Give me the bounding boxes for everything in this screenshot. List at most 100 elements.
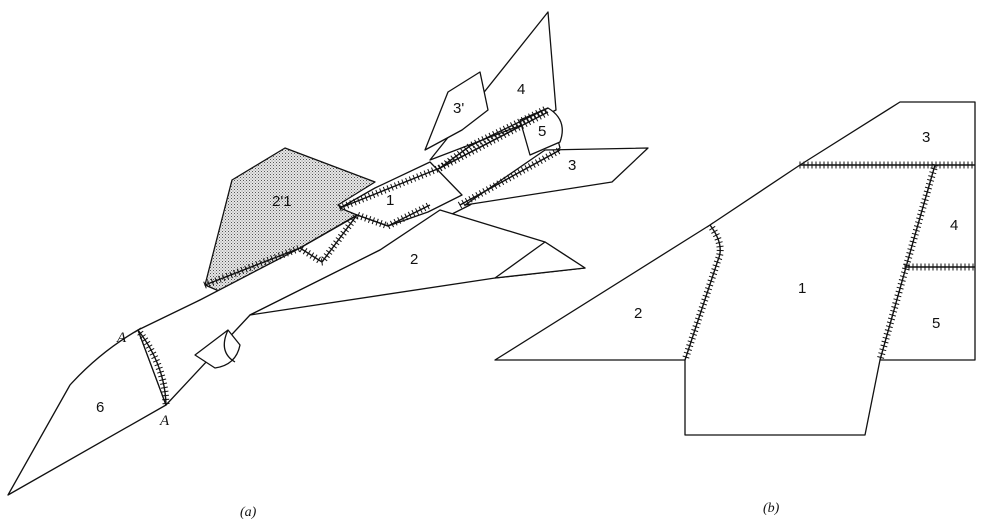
stitch-tick <box>506 174 512 182</box>
stitch-tick <box>434 165 439 173</box>
stitch-tick <box>229 271 233 279</box>
stitch-tick <box>321 258 323 266</box>
stitch-tick <box>289 248 293 256</box>
stitch-tick <box>917 213 925 217</box>
stitch-tick <box>389 220 395 228</box>
stitch-tick <box>892 302 900 305</box>
stitch-tick <box>457 201 463 209</box>
stitch-tick <box>512 125 517 133</box>
stitch-tick <box>152 359 160 363</box>
stitch-tick <box>918 209 926 213</box>
label-a-bottom: A <box>159 413 170 429</box>
stitch-tick <box>705 287 713 291</box>
stitch-tick <box>349 200 353 207</box>
stitch-tick <box>450 155 456 162</box>
stitch-tick <box>299 245 305 253</box>
stitch-tick <box>709 225 716 231</box>
stitch-tick <box>519 122 524 129</box>
stitch-tick <box>277 252 282 260</box>
stitch-tick <box>214 277 218 285</box>
stitch-tick <box>364 194 368 202</box>
stitch-tick <box>285 249 289 257</box>
aircraft-diagram: 2'1 1 2 3 3' 4 5 6 A A (a) <box>7 11 649 520</box>
stitch-tick <box>687 340 695 344</box>
stitch-tick <box>475 192 480 199</box>
stitch-tick <box>877 356 885 359</box>
stitch-tick <box>916 217 924 221</box>
stitch-tick <box>712 264 720 268</box>
stitch-tick <box>898 279 906 282</box>
stitch-tick <box>139 334 146 339</box>
stitch-tick <box>340 230 347 236</box>
stitch-tick <box>341 203 346 210</box>
stitch-tick <box>468 195 473 203</box>
stitch-tick <box>685 347 692 351</box>
stitch-ticks <box>877 163 939 359</box>
stitch-tick <box>225 272 230 280</box>
stitch-tick <box>498 133 503 140</box>
stitch-tick <box>882 336 890 340</box>
stitch-tick <box>691 328 699 333</box>
stitch-tick <box>919 205 927 209</box>
stitch-tick <box>715 256 723 261</box>
stitch-tick <box>907 248 915 252</box>
label-b-5: 5 <box>932 315 940 332</box>
stitch-tick <box>259 259 263 267</box>
stitch-ticks <box>338 109 549 212</box>
stitch-tick <box>506 123 511 131</box>
stitch-tick <box>894 294 902 298</box>
stitch-tick <box>480 142 485 150</box>
stitch-tick <box>701 298 709 302</box>
stitch-tick <box>419 171 424 179</box>
stitch-tick <box>302 248 308 255</box>
stitch-tick <box>371 191 376 199</box>
stitch-tick <box>929 171 937 175</box>
stitch-tick <box>382 186 387 194</box>
stitch-tick <box>516 123 521 131</box>
stitch-tick <box>367 192 372 200</box>
label-b-3: 3 <box>922 129 930 146</box>
stitch-tick <box>900 271 908 275</box>
stitch-tick <box>328 246 335 252</box>
stitch-ticks <box>134 327 170 405</box>
stitch-tick <box>541 111 546 118</box>
stitch-tick <box>221 274 226 282</box>
stitch-tick <box>375 218 379 226</box>
far-fin <box>424 71 489 151</box>
stitch-tick <box>154 362 162 367</box>
stitch-tick <box>537 112 542 120</box>
stitch-tick <box>386 185 391 193</box>
stitch-tick <box>891 306 899 309</box>
seams-a <box>134 106 561 406</box>
stitch-tick <box>706 222 714 228</box>
label-2: 2 <box>410 251 418 268</box>
stitch-tick <box>927 178 935 182</box>
stitch-tick <box>711 229 718 234</box>
stitch-tick <box>371 217 375 225</box>
flat-pattern-diagram: 1 2 3 4 5 (b) <box>494 101 976 516</box>
stitch-tick <box>912 228 920 232</box>
stitch-tick <box>347 220 354 227</box>
stitch-tick <box>686 344 694 348</box>
stitch-tick <box>390 183 394 191</box>
stitch-tick <box>326 249 333 255</box>
stitch-tick <box>885 325 893 329</box>
stitch-ticks <box>457 147 561 209</box>
stitch-tick <box>427 168 431 176</box>
stitch-tick <box>682 355 690 359</box>
stitch-tick <box>461 199 466 207</box>
stitch-tick <box>393 218 398 226</box>
label-b-4: 4 <box>950 217 958 234</box>
stitch-tick <box>474 139 479 147</box>
stitch-tick <box>386 222 391 230</box>
stitch-tick <box>281 251 285 258</box>
stitch-tick <box>881 340 889 344</box>
stitch-tick <box>878 352 886 356</box>
stitch-tick <box>895 290 903 294</box>
stitch-tick <box>323 253 330 259</box>
stitch-tick <box>266 256 271 264</box>
stitch-tick <box>160 386 168 389</box>
stitch-tick <box>698 306 706 310</box>
stitch-tick <box>244 265 248 273</box>
